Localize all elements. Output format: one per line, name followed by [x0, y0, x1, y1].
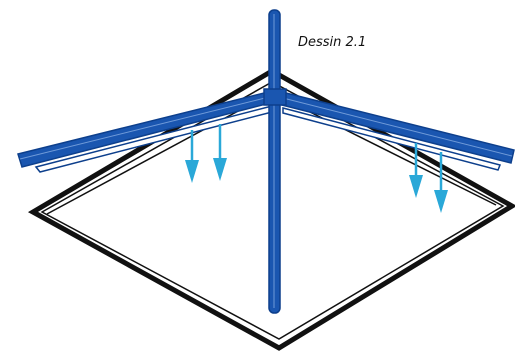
arrow-down-icon — [434, 152, 448, 213]
arrow-down-icon — [185, 130, 199, 183]
right-beam — [277, 90, 515, 171]
central-post — [263, 9, 287, 314]
left-beam-underside — [34, 105, 273, 173]
arrow-down-icon — [213, 124, 227, 181]
load-arrows — [185, 124, 448, 213]
beam-junction — [263, 88, 287, 106]
arrow-down-icon — [409, 143, 423, 198]
frame-inner-panel-left — [46, 95, 267, 215]
drawing-caption: Dessin 2.1 — [298, 35, 367, 50]
right-beam-underside — [282, 107, 502, 171]
left-beam-body — [17, 90, 275, 168]
